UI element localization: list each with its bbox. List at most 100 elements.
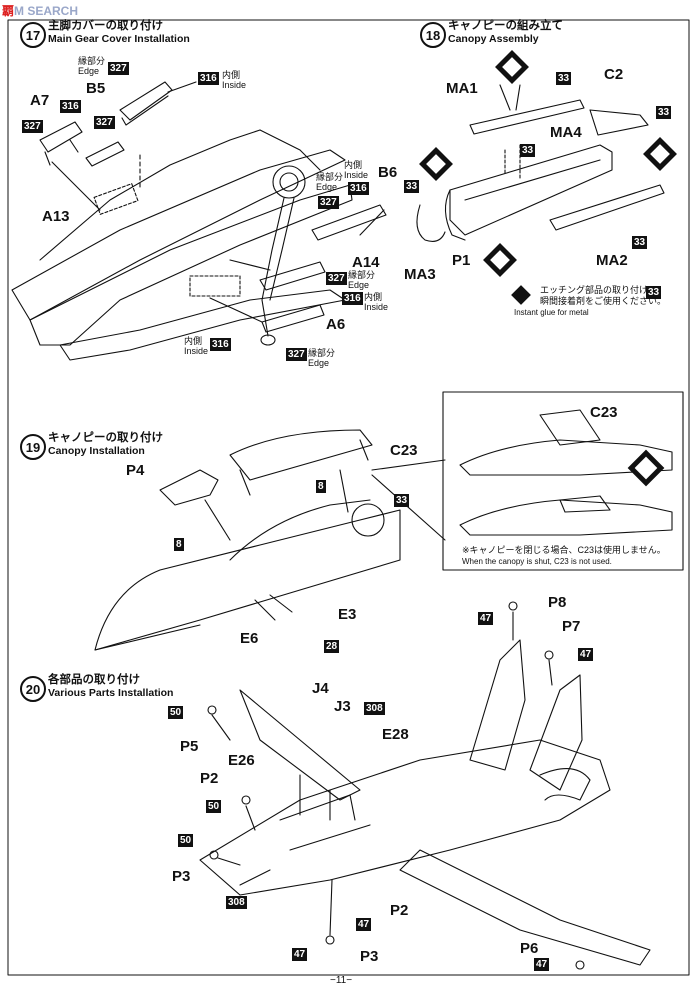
part-label-c23: C23 xyxy=(390,442,418,459)
inside-label-jp: 内側 xyxy=(222,70,241,80)
code-47: 47 xyxy=(356,918,372,931)
code-33: 33 xyxy=(632,236,648,249)
step-17-number: 17 xyxy=(20,22,46,48)
part-label-e28: E28 xyxy=(382,726,409,743)
code-327: 327 xyxy=(108,62,129,75)
code-316: 316 xyxy=(60,100,81,113)
step-20-title-en: Various Parts Installation xyxy=(48,687,174,699)
page-frame xyxy=(7,19,690,976)
code-50: 50 xyxy=(206,800,222,813)
part-c2-shape xyxy=(589,109,649,136)
part-label-e26: E26 xyxy=(228,752,255,769)
code-8: 8 xyxy=(316,480,326,493)
part-p4-shape xyxy=(159,469,219,506)
part-ma2-shape xyxy=(549,184,665,231)
edge-label-en: Edge xyxy=(348,280,370,290)
code-50: 50 xyxy=(168,706,184,719)
part-label-a13: A13 xyxy=(42,208,70,225)
page-number: −11− xyxy=(330,975,353,986)
step-20-number: 20 xyxy=(20,676,46,702)
metal-note-en: Instant glue for metal xyxy=(514,308,589,317)
code-8: 8 xyxy=(174,538,184,551)
canopy-shape xyxy=(229,429,373,481)
inside-label-en: Inside xyxy=(222,80,247,90)
code-308: 308 xyxy=(226,896,247,909)
part-label-p2: P2 xyxy=(200,770,219,787)
part-label-j4: J4 xyxy=(312,680,329,697)
metal-note-jp-2: 瞬間接着剤をご使用ください。 xyxy=(540,296,667,306)
code-316: 316 xyxy=(348,182,369,195)
part-label-p3-lower: P3 xyxy=(360,948,379,965)
code-316: 316 xyxy=(210,338,231,351)
part-label-p5: P5 xyxy=(180,738,199,755)
part-label-p8: P8 xyxy=(548,594,567,611)
part-label-p6: P6 xyxy=(520,940,539,957)
part-label-j3: J3 xyxy=(334,698,351,715)
step20-drawing xyxy=(199,601,651,970)
code-33: 33 xyxy=(404,180,420,193)
inside-label-en: Inside xyxy=(344,170,369,180)
step-19-title-jp: キャノピーの取り付け xyxy=(48,432,163,444)
code-47: 47 xyxy=(534,958,550,971)
edge-label-jp: 縁部分 xyxy=(78,56,106,66)
code-28: 28 xyxy=(324,640,340,653)
code-47: 47 xyxy=(292,948,308,961)
inside-label-en: Inside xyxy=(364,302,389,312)
code-47: 47 xyxy=(478,612,494,625)
part-label-b5: B5 xyxy=(86,80,106,97)
part-label-b6: B6 xyxy=(378,164,398,181)
watermark: 覇M SEARCH xyxy=(2,2,78,19)
code-327: 327 xyxy=(94,116,115,129)
step19-drawing xyxy=(94,391,684,651)
code-308: 308 xyxy=(364,702,385,715)
part-label-p1: P1 xyxy=(452,252,471,269)
code-316: 316 xyxy=(342,292,363,305)
part-label-ma3: MA3 xyxy=(404,266,436,283)
step-20-title-jp: 各部品の取り付け xyxy=(48,674,140,686)
canopy-note-en: When the canopy is shut, C23 is not used… xyxy=(462,557,612,566)
code-47: 47 xyxy=(578,648,594,661)
step-18-number: 18 xyxy=(420,22,446,48)
inside-label-jp: 内側 xyxy=(344,160,363,170)
part-label-a7: A7 xyxy=(30,92,50,109)
part-label-p7: P7 xyxy=(562,618,581,635)
code-50: 50 xyxy=(178,834,194,847)
watermark-char: 覇 xyxy=(2,4,15,18)
code-316: 316 xyxy=(198,72,219,85)
part-b5-shape xyxy=(119,81,173,121)
edge-label-jp: 縁部分 xyxy=(308,348,336,358)
code-327: 327 xyxy=(22,120,43,133)
step-19-number: 19 xyxy=(20,434,46,460)
part-label-ma2: MA2 xyxy=(596,252,628,269)
inside-label-jp: 内側 xyxy=(184,336,203,346)
part-label-e3: E3 xyxy=(338,606,357,623)
code-33: 33 xyxy=(520,144,536,157)
part-label-c2: C2 xyxy=(604,66,624,83)
code-33: 33 xyxy=(656,106,672,119)
part-a7-shape xyxy=(39,121,83,153)
step-18-title-jp: キャノピーの組み立て xyxy=(448,20,563,32)
code-327: 327 xyxy=(318,196,339,209)
part-label-p3: P3 xyxy=(172,868,191,885)
inset-label-c23: C23 xyxy=(590,404,618,421)
edge-label-jp: 縁部分 xyxy=(316,172,344,182)
part-label-e6: E6 xyxy=(240,630,259,647)
code-327: 327 xyxy=(326,272,347,285)
part-label-a14: A14 xyxy=(352,254,380,271)
step-19-title-en: Canopy Installation xyxy=(48,445,145,457)
code-33: 33 xyxy=(394,494,410,507)
edge-label-en: Edge xyxy=(78,66,100,76)
canopy-note-jp: ※キャノピーを閉じる場合、C23は使用しません。 xyxy=(462,545,666,555)
code-33: 33 xyxy=(556,72,572,85)
part-label-p4: P4 xyxy=(126,462,145,479)
edge-label-en: Edge xyxy=(308,358,330,368)
inside-label-en: Inside xyxy=(184,346,209,356)
step-17-title-jp: 主脚カバーの取り付け xyxy=(48,20,163,32)
metal-note-jp-1: エッチング部品の取り付け xyxy=(540,285,649,295)
part-ma1-shape xyxy=(469,99,585,135)
edge-label-en: Edge xyxy=(316,182,338,192)
code-33: 33 xyxy=(646,286,662,299)
part-label-ma1: MA1 xyxy=(446,80,478,97)
part-label-a6: A6 xyxy=(326,316,346,333)
